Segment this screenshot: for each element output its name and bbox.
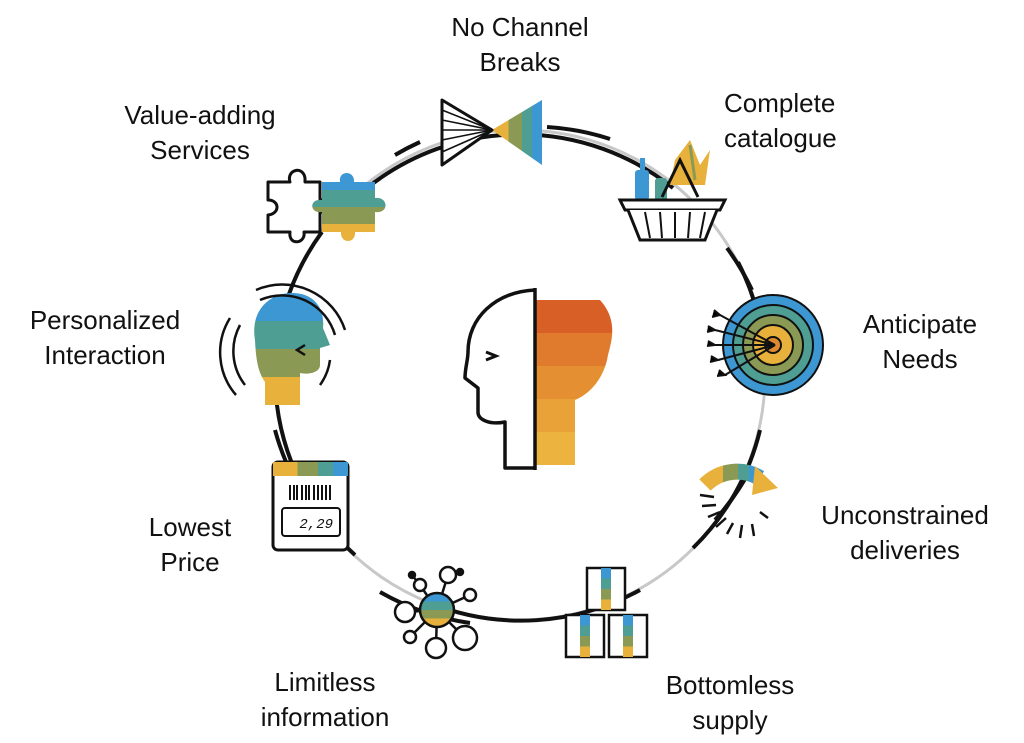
rotating-arrow-icon bbox=[699, 463, 778, 539]
label-line: Lowest bbox=[148, 512, 232, 542]
label-anticipate-needs: Anticipate Needs bbox=[840, 307, 1000, 377]
label-line: Services bbox=[150, 135, 250, 165]
price-tag-icon: 2,29 bbox=[271, 460, 350, 552]
label-line: Bottomless bbox=[665, 670, 795, 700]
label-line: Personalized bbox=[29, 305, 181, 335]
head-profile-icon bbox=[463, 288, 613, 470]
label-value-adding-services: Value-adding Services bbox=[100, 98, 300, 168]
label-line: Interaction bbox=[44, 340, 166, 370]
label-line: Anticipate bbox=[862, 309, 978, 339]
label-line: Breaks bbox=[479, 47, 561, 77]
label-complete-catalogue: Complete catalogue bbox=[724, 86, 837, 156]
label-line: Complete bbox=[724, 88, 836, 118]
label-line: catalogue bbox=[724, 123, 837, 153]
label-line: No Channel bbox=[451, 12, 589, 42]
label-line: Needs bbox=[882, 344, 958, 374]
label-line: deliveries bbox=[850, 535, 960, 565]
puzzle-pieces-icon bbox=[266, 168, 386, 244]
label-personalized-interaction: Personalized Interaction bbox=[10, 303, 200, 373]
label-line: supply bbox=[692, 705, 768, 735]
label-line: Limitless bbox=[274, 667, 376, 697]
target-arrows-icon bbox=[706, 294, 824, 396]
label-line: Price bbox=[160, 547, 220, 577]
label-lowest-price: Lowest Price bbox=[120, 510, 260, 580]
price-readout: 2,29 bbox=[299, 517, 333, 533]
network-nodes-icon bbox=[393, 565, 479, 660]
personal-head-icon bbox=[218, 283, 347, 405]
label-line: Value-adding bbox=[124, 100, 276, 130]
stacked-boxes-icon bbox=[564, 566, 649, 659]
label-bottomless-supply: Bottomless supply bbox=[640, 668, 820, 738]
label-line: Unconstrained bbox=[821, 500, 989, 530]
shopping-basket-icon bbox=[617, 140, 728, 242]
label-no-channel-breaks: No Channel Breaks bbox=[420, 10, 620, 80]
funnel-icon bbox=[440, 98, 542, 167]
label-limitless-information: Limitless information bbox=[230, 665, 420, 735]
label-line: information bbox=[260, 702, 390, 732]
label-unconstrained-deliveries: Unconstrained deliveries bbox=[800, 498, 1010, 568]
